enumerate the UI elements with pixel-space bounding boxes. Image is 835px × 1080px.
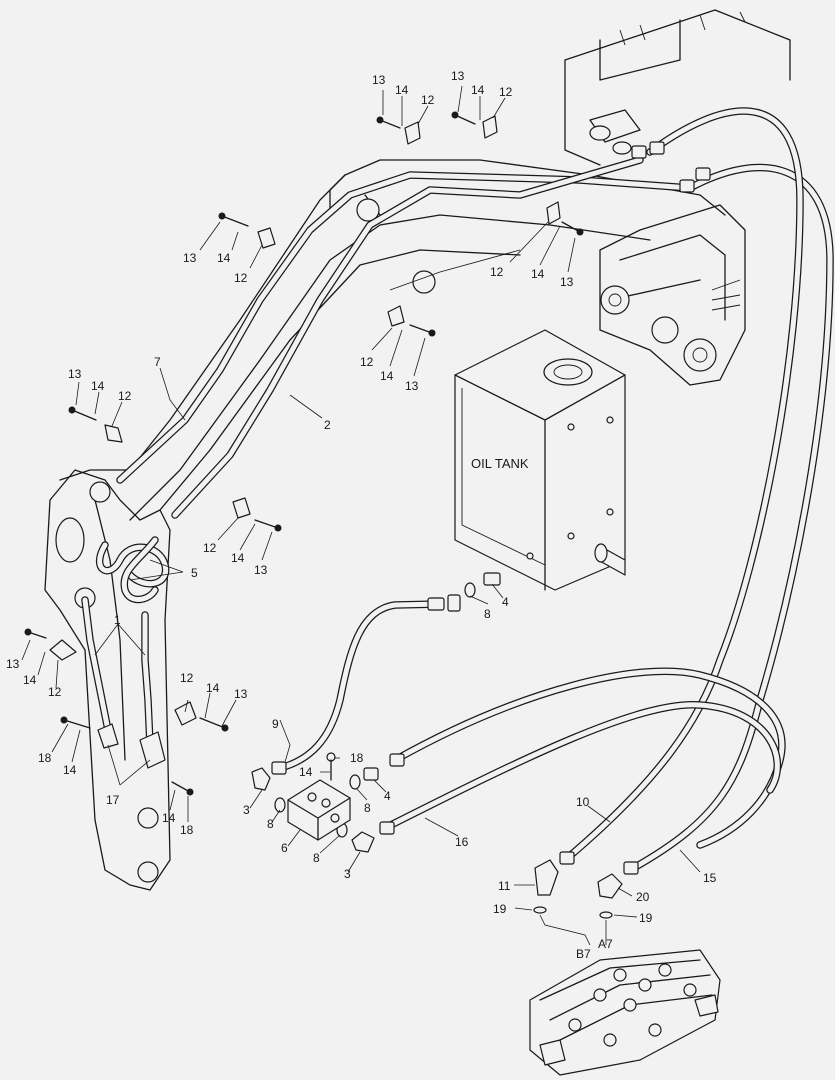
callout: 14 (23, 673, 37, 687)
callout: 14 (206, 681, 220, 695)
oil-tank-label: OIL TANK (471, 456, 529, 471)
callout: 3 (344, 867, 351, 881)
callout: 14 (162, 811, 176, 825)
callout: 14 (471, 83, 485, 97)
callout: 6 (281, 841, 288, 855)
callout: 12 (490, 265, 504, 279)
callout: 9 (272, 717, 279, 731)
machine-frame (564, 9, 791, 166)
callout: 13 (183, 251, 197, 265)
fittings (251, 141, 711, 946)
callout: 12 (360, 355, 374, 369)
callout: 1 (114, 613, 121, 627)
swing-bracket (599, 204, 746, 386)
callout: 13 (405, 379, 419, 393)
callout: 14 (531, 267, 545, 281)
callout: 13 (234, 687, 248, 701)
callout-labels: OIL TANK 13 14 12 13 14 12 13 14 12 12 1… (6, 69, 717, 961)
callout: 4 (502, 595, 509, 609)
callout: 14 (299, 765, 313, 779)
callout: 13 (372, 73, 386, 87)
callout: 8 (364, 801, 371, 815)
callout: 13 (68, 367, 82, 381)
callout: 13 (451, 69, 465, 83)
callout: A7 (598, 937, 613, 951)
callout: 20 (636, 890, 650, 904)
callout: 11 (498, 879, 511, 893)
callout: 14 (231, 551, 245, 565)
leader-lines (21, 85, 701, 918)
callout: 19 (639, 911, 653, 925)
callout: 14 (91, 379, 105, 393)
callout: 8 (484, 607, 491, 621)
clamps-and-bolts (24, 111, 584, 796)
callout: 10 (576, 795, 590, 809)
arm (44, 469, 171, 891)
callout: 14 (63, 763, 77, 777)
callout: 2 (324, 418, 331, 432)
callout: 12 (48, 685, 62, 699)
callout: 12 (421, 93, 435, 107)
callout: 18 (38, 751, 52, 765)
callout: 17 (106, 793, 120, 807)
callout: 8 (313, 851, 320, 865)
callout: 12 (180, 671, 194, 685)
callout: B7 (576, 947, 591, 961)
control-valve (529, 949, 721, 1076)
callout: 12 (234, 271, 248, 285)
callout: 7 (154, 355, 161, 369)
callout: 3 (243, 803, 250, 817)
callout: 15 (703, 871, 717, 885)
callout: 12 (499, 85, 513, 99)
callout: 12 (118, 389, 132, 403)
oil-tank (454, 329, 626, 591)
callout: 14 (217, 251, 231, 265)
callout: 13 (6, 657, 20, 671)
callout: 19 (493, 902, 507, 916)
hoses (81, 107, 834, 874)
callout: 13 (254, 563, 268, 577)
callout: 8 (267, 817, 274, 831)
callout: 14 (395, 83, 409, 97)
callout: 18 (180, 823, 194, 837)
callout: 18 (350, 751, 364, 765)
callout: 13 (560, 275, 574, 289)
callout: 4 (384, 789, 391, 803)
callout: 14 (380, 369, 394, 383)
distribution-block (287, 779, 351, 841)
callout: 16 (455, 835, 469, 849)
callout: 12 (203, 541, 217, 555)
callout: 5 (191, 566, 198, 580)
